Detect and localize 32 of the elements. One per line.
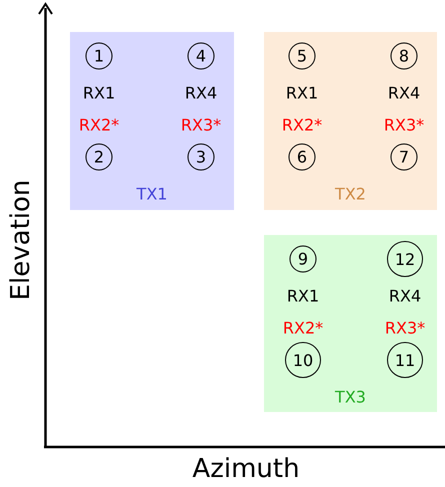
receiver-label: RX2* (282, 116, 322, 134)
antenna-panel (264, 235, 437, 412)
numbered-circle: 7 (390, 144, 418, 170)
receiver-label: RX3* (384, 318, 426, 338)
receiver-label: RX4 (184, 84, 218, 102)
receiver-label: RX3* (384, 116, 424, 134)
receiver-label: RX3* (180, 116, 222, 134)
receiver-label: RX2* (282, 318, 324, 338)
axis-label: Elevation (6, 180, 36, 300)
numbered-circle: 4 (188, 42, 214, 70)
axis-label: Azimuth (192, 454, 300, 484)
numbered-circle: 9 (290, 246, 316, 272)
receiver-label: RX1 (286, 84, 318, 102)
numbered-circle: 5 (288, 42, 316, 70)
receiver-label: RX1 (286, 286, 320, 306)
transmitter-label: TX2 (335, 184, 366, 204)
transmitter-label: TX1 (136, 184, 168, 204)
receiver-label: RX1 (82, 84, 116, 102)
receiver-label: RX2* (78, 116, 120, 134)
numbered-circle: 3 (188, 144, 214, 170)
numbered-circle: 12 (387, 241, 423, 277)
numbered-circle: 10 (285, 342, 321, 378)
receiver-label: RX4 (388, 84, 420, 102)
numbered-circle: 1 (86, 42, 112, 70)
transmitter-label: TX3 (335, 388, 366, 406)
antenna-panel (264, 32, 437, 210)
receiver-label: RX4 (388, 286, 422, 306)
numbered-circle: 6 (288, 144, 316, 170)
numbered-circle: 8 (390, 42, 418, 70)
antenna-panel (70, 32, 234, 210)
numbered-circle: 2 (86, 144, 112, 170)
numbered-circle: 11 (387, 342, 423, 378)
